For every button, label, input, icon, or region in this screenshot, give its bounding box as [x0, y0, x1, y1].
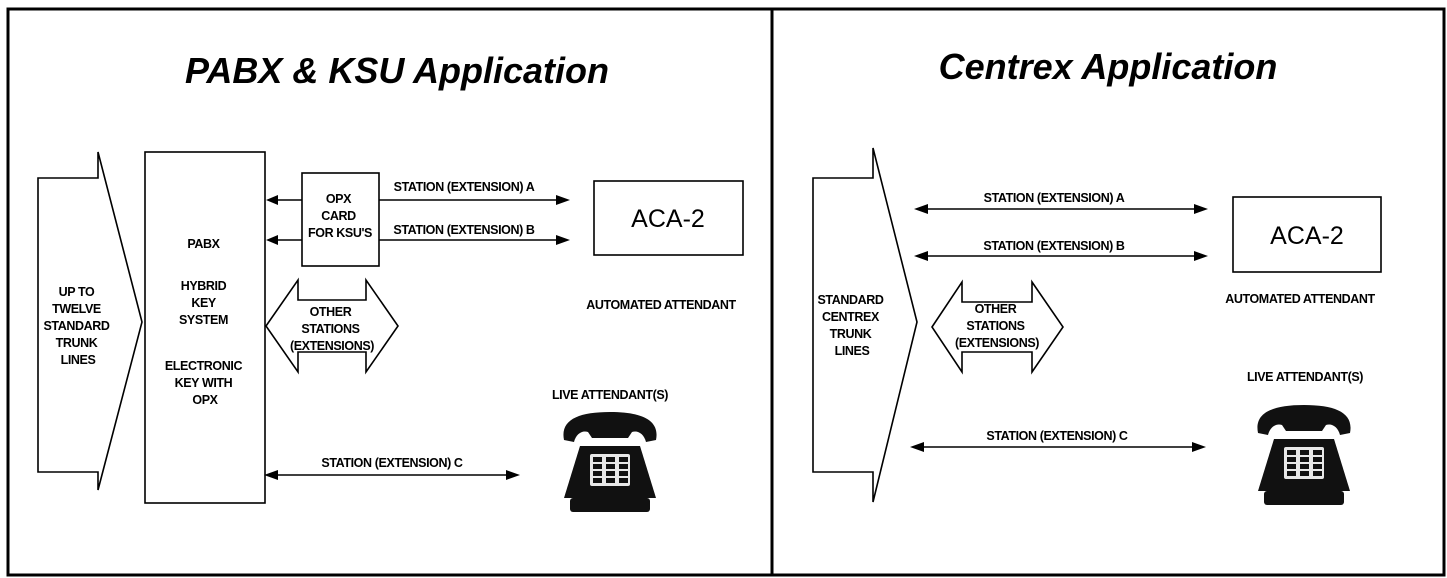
telephone-icon	[563, 412, 657, 512]
left-aca-label: ACA-2	[631, 205, 705, 233]
opx-card-label: OPX CARD FOR KSU'S	[308, 192, 372, 240]
left-other-stations-arrow	[265, 277, 399, 375]
left-automated-attendant-label: AUTOMATED ATTENDANT	[586, 298, 736, 312]
left-trunk-arrow	[37, 151, 143, 491]
centrex-panel: Centrex Application STANDARD CENTREX TRU…	[812, 46, 1382, 505]
pabx-box	[144, 151, 266, 504]
right-aca-label: ACA-2	[1270, 222, 1344, 250]
left-trunk-label: UP TO TWELVE STANDARD TRUNK LINES	[43, 285, 112, 367]
left-station-c-label: STATION (EXTENSION) C	[321, 456, 463, 470]
telephone-icon	[1257, 405, 1351, 505]
left-panel-title: PABX & KSU Application	[185, 50, 609, 91]
right-other-stations-arrow	[931, 279, 1064, 375]
left-aca-box	[593, 180, 744, 256]
right-other-stations-label: OTHER STATIONS (EXTENSIONS)	[955, 302, 1039, 350]
left-station-a-label: STATION (EXTENSION) A	[394, 180, 535, 194]
right-panel-title: Centrex Application	[939, 46, 1278, 87]
opx-card-box	[301, 172, 380, 267]
right-trunk-arrow	[812, 147, 918, 503]
left-live-attendant-label: LIVE ATTENDANT(S)	[552, 388, 668, 402]
right-live-attendant-label: LIVE ATTENDANT(S)	[1247, 370, 1363, 384]
outer-frame	[6, 7, 1446, 577]
pabx-box-label: PABX HYBRID KEY SYSTEM ELECTRONIC KEY WI…	[165, 237, 245, 407]
right-automated-attendant-label: AUTOMATED ATTENDANT	[1225, 292, 1375, 306]
left-other-stations-label: OTHER STATIONS (EXTENSIONS)	[290, 305, 374, 353]
right-aca-box	[1232, 196, 1382, 273]
left-station-b-label: STATION (EXTENSION) B	[393, 223, 535, 237]
right-station-c-label: STATION (EXTENSION) C	[986, 429, 1128, 443]
right-station-b-label: STATION (EXTENSION) B	[983, 239, 1125, 253]
pabx-ksu-panel: PABX & KSU Application UP TO TWELVE STAN…	[37, 50, 744, 512]
right-station-a-label: STATION (EXTENSION) A	[984, 191, 1125, 205]
right-trunk-label: STANDARD CENTREX TRUNK LINES	[817, 293, 886, 358]
